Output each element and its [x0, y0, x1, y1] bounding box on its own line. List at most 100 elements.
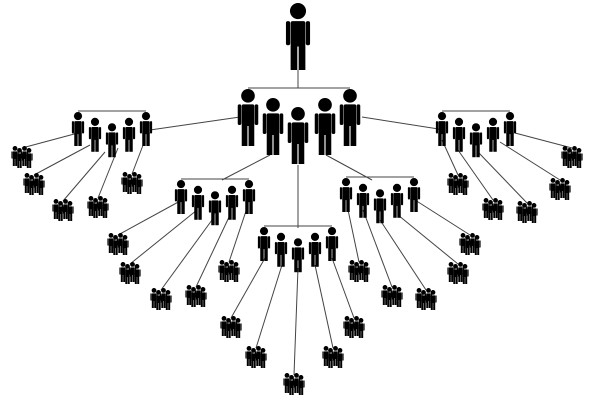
- leaf-group: [119, 262, 141, 284]
- cluster-center-left: [174, 180, 256, 226]
- person-icon: [25, 148, 33, 168]
- person-icon: [314, 98, 336, 155]
- leaf-group: [381, 285, 403, 307]
- leaf-group: [220, 316, 242, 338]
- leaf-group: [549, 178, 571, 200]
- person-icon: [159, 288, 168, 308]
- leaf-link: [397, 214, 459, 265]
- leaf-link: [477, 151, 528, 204]
- person-icon: [291, 238, 305, 273]
- person-icon: [486, 117, 500, 152]
- person-icon: [390, 183, 404, 218]
- leaf-group: [121, 172, 143, 194]
- person-icon: [339, 89, 361, 146]
- leaf-group: [218, 260, 240, 282]
- leaf-link: [62, 151, 106, 202]
- person-icon: [237, 89, 259, 146]
- person-icon: [101, 198, 109, 218]
- leaf-link: [255, 264, 283, 349]
- person-icon: [164, 290, 172, 310]
- person-icon: [242, 180, 256, 214]
- person-icon: [23, 173, 31, 193]
- person-icon: [381, 285, 389, 305]
- leaf-group: [150, 288, 172, 310]
- link-right: [361, 116, 446, 131]
- person-icon: [71, 112, 85, 146]
- person-icon: [469, 123, 483, 158]
- connector-lines: [21, 70, 573, 376]
- person-icon: [287, 107, 309, 164]
- person-icon: [123, 264, 132, 284]
- person-icon: [15, 148, 24, 168]
- person-icon: [139, 112, 153, 146]
- person-icon: [234, 318, 242, 338]
- leaf-link: [33, 144, 91, 176]
- person-icon: [429, 290, 437, 310]
- person-icon: [121, 235, 129, 255]
- leaf-group: [447, 173, 469, 195]
- person-icon: [133, 264, 141, 284]
- leaf-group: [343, 316, 365, 338]
- link-left: [149, 116, 241, 131]
- person-icon: [452, 117, 466, 152]
- person-icon: [257, 227, 271, 261]
- person-icon: [105, 123, 119, 158]
- person-icon: [88, 117, 102, 152]
- leaf-link: [129, 209, 198, 265]
- people-figures: [11, 3, 583, 395]
- person-icon: [87, 196, 95, 216]
- person-icon: [407, 178, 421, 212]
- leaf-group: [185, 285, 207, 307]
- leaf-link: [514, 132, 573, 149]
- person-icon: [194, 285, 203, 305]
- person-icon: [37, 175, 45, 195]
- person-icon: [395, 287, 403, 307]
- leaf-link: [499, 141, 561, 181]
- leaf-group: [87, 196, 109, 218]
- leaf-group: [516, 201, 538, 223]
- leaf-group: [52, 199, 74, 221]
- person-icon: [461, 175, 469, 195]
- person-icon: [357, 318, 365, 338]
- person-icon: [91, 198, 100, 218]
- leaf-group: [107, 233, 129, 255]
- leaf-link: [230, 257, 266, 319]
- leaf-link: [160, 219, 213, 291]
- person-icon: [185, 285, 193, 305]
- leaf-group: [459, 233, 481, 255]
- person-icon: [496, 200, 504, 220]
- level2-group: [237, 89, 361, 164]
- person-icon: [308, 232, 322, 267]
- leaf-link: [457, 149, 494, 201]
- cluster-bottom: [257, 227, 339, 273]
- person-icon: [224, 318, 233, 338]
- leaf-group: [245, 346, 267, 368]
- cluster-center-right: [339, 178, 421, 224]
- person-icon: [451, 264, 460, 284]
- leaf-link: [314, 264, 334, 349]
- person-icon: [135, 174, 143, 194]
- person-icon: [259, 348, 267, 368]
- person-icon: [121, 172, 129, 192]
- leaf-group: [561, 146, 583, 168]
- leaf-link: [21, 132, 79, 149]
- root-person-icon: [285, 3, 311, 70]
- leaf-link: [414, 199, 471, 236]
- person-icon: [563, 180, 571, 200]
- cluster-right: [435, 112, 517, 158]
- link-center-left: [221, 154, 271, 181]
- leaf-link: [228, 204, 249, 263]
- person-icon: [174, 180, 188, 214]
- person-icon: [356, 183, 370, 218]
- leaf-group: [415, 288, 437, 310]
- person-icon: [385, 287, 394, 307]
- person-icon: [125, 174, 134, 194]
- leaf-group: [482, 198, 504, 220]
- person-icon: [456, 262, 465, 282]
- person-icon: [122, 117, 136, 152]
- person-icon: [232, 262, 240, 282]
- person-icon: [339, 178, 353, 212]
- person-icon: [503, 112, 517, 146]
